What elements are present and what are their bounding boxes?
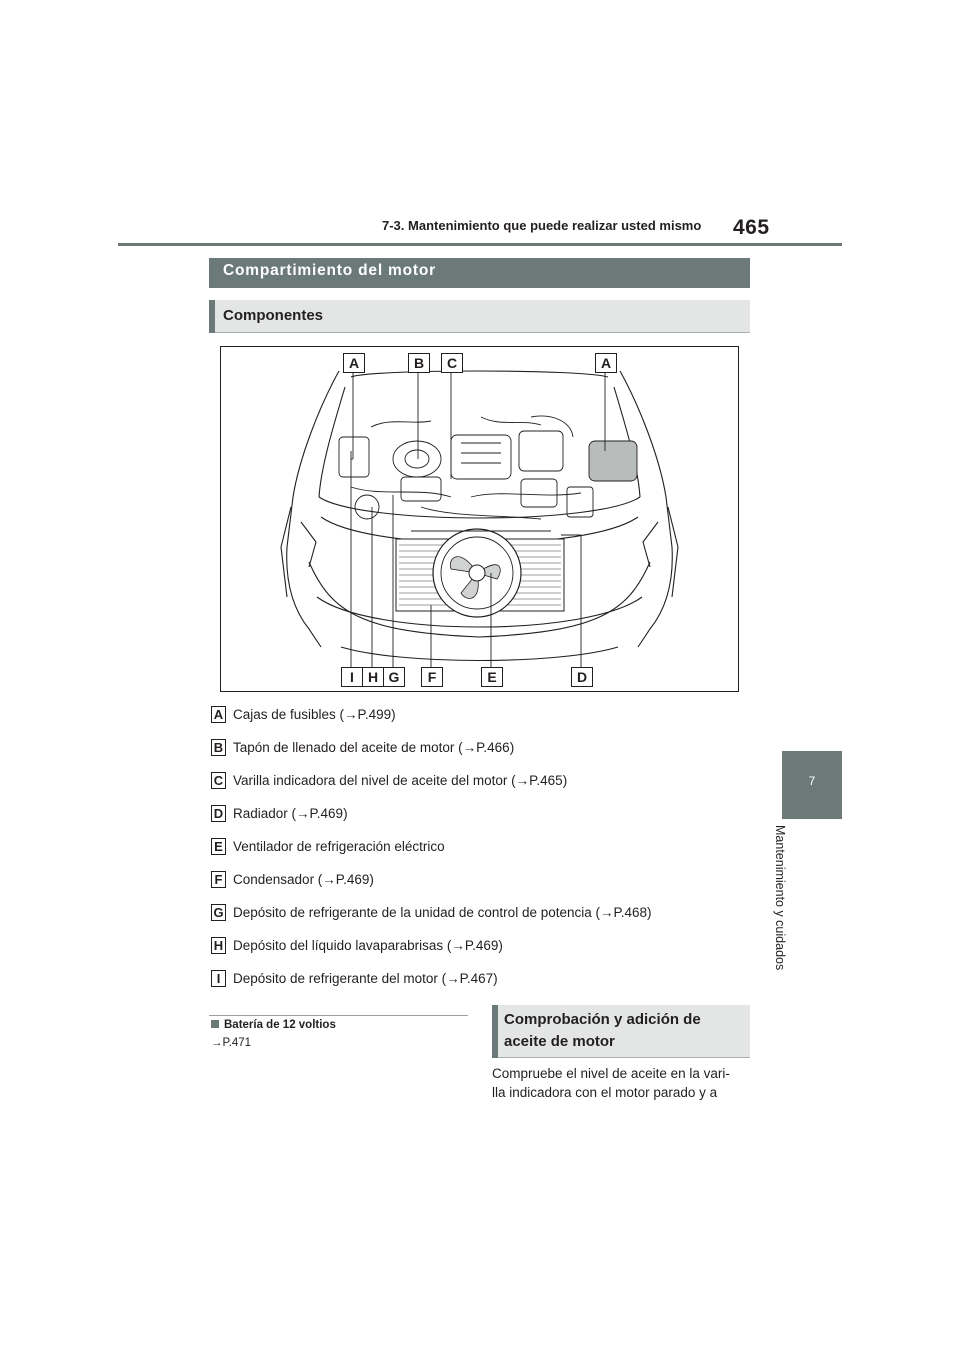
oil-title-line1: Comprobación y adición de [504, 1011, 701, 1028]
legend-text: Ventilador de refrigeración eléctrico [233, 839, 445, 854]
chapter-title: Mantenimiento y cuidados [773, 825, 787, 971]
callout-c: C [441, 353, 463, 373]
oil-body-line2: lla indicadora con el motor parado y a [492, 1085, 718, 1100]
page-number: 465 [733, 216, 770, 239]
running-header-title: 7-3. Mantenimiento que puede realizar us… [382, 218, 702, 233]
legend-item-g: G Depósito de refrigerante de la unidad d… [211, 904, 731, 924]
callout-g: G [383, 667, 405, 687]
legend-item-e: E Ventilador de refrigeración eléctrico [211, 838, 731, 858]
section-title: Compartimiento del motor [223, 262, 436, 279]
legend-item-d: D Radiador (→P.469) [211, 805, 731, 825]
legend-letter: G [211, 904, 226, 921]
radiator [395, 528, 565, 618]
battery-reference: →P.471 [211, 1037, 252, 1049]
chapter-side-label: Mantenimiento y cuidados [773, 825, 807, 985]
callout-i: I [341, 667, 363, 687]
oil-body-line1: Compruebe el nivel de aceite en la vari- [492, 1066, 730, 1081]
legend-item-f: F Condensador (→P.469) [211, 871, 731, 891]
legend-text: Depósito de refrigerante del motor (→P.4… [233, 971, 498, 986]
legend-text: Depósito de refrigerante de la unidad de… [233, 905, 652, 920]
oil-heading-accent [492, 1005, 498, 1058]
section-heading: Compartimiento del motor [209, 258, 750, 288]
callout-h: H [362, 667, 384, 687]
legend-text: Condensador (→P.469) [233, 872, 374, 887]
legend-letter: C [211, 772, 226, 789]
legend-text: Varilla indicadora del nivel de aceite d… [233, 773, 568, 788]
header-rule [118, 243, 842, 246]
callout-a-right: A [595, 353, 617, 373]
legend-item-a: A Cajas de fusibles (→P.499) [211, 706, 731, 726]
battery-heading: Batería de 12 voltios [211, 1019, 336, 1031]
engine-parts [338, 415, 638, 520]
callout-e: E [481, 667, 503, 687]
square-bullet-icon [211, 1020, 219, 1028]
legend-text: Depósito del líquido lavaparabrisas (→P.… [233, 938, 503, 953]
car-body-outline [280, 370, 679, 662]
engine-illustration [280, 367, 679, 667]
callout-a-left: A [343, 353, 365, 373]
subsection-heading: Componentes [209, 300, 750, 333]
legend-letter: E [211, 838, 226, 855]
battery-rule [209, 1015, 468, 1016]
legend-item-h: H Depósito del líquido lavaparabrisas (→P… [211, 937, 731, 957]
legend-item-i: I Depósito de refrigerante del motor (→P.… [211, 970, 731, 990]
callout-f: F [421, 667, 443, 687]
subsection-accent [209, 300, 215, 333]
subsection-title: Componentes [223, 307, 324, 324]
legend-letter: A [211, 706, 226, 723]
legend-item-c: C Varilla indicadora del nivel de aceite … [211, 772, 731, 792]
legend-letter: H [211, 937, 226, 954]
legend-text: Tapón de llenado del aceite de motor (→P… [233, 740, 515, 755]
callout-leader-lines [350, 367, 606, 667]
legend-letter: D [211, 805, 226, 822]
legend-text: Radiador (→P.469) [233, 806, 348, 821]
battery-title: Batería de 12 voltios [224, 1019, 336, 1031]
oil-title-line2: aceite de motor [504, 1033, 615, 1050]
chapter-tab: 7 [782, 751, 842, 819]
chapter-number: 7 [808, 774, 816, 788]
callout-b: B [408, 353, 430, 373]
legend-letter: B [211, 739, 226, 756]
legend-letter: I [211, 970, 226, 987]
legend-text: Cajas de fusibles (→P.499) [233, 707, 396, 722]
callout-d: D [571, 667, 593, 687]
oil-section-heading: Comprobación y adición de aceite de moto… [492, 1005, 750, 1058]
legend-letter: F [211, 871, 226, 888]
engine-compartment-figure: A B C A I H G F E D [220, 346, 739, 692]
legend-item-b: B Tapón de llenado del aceite de motor (→… [211, 739, 731, 759]
